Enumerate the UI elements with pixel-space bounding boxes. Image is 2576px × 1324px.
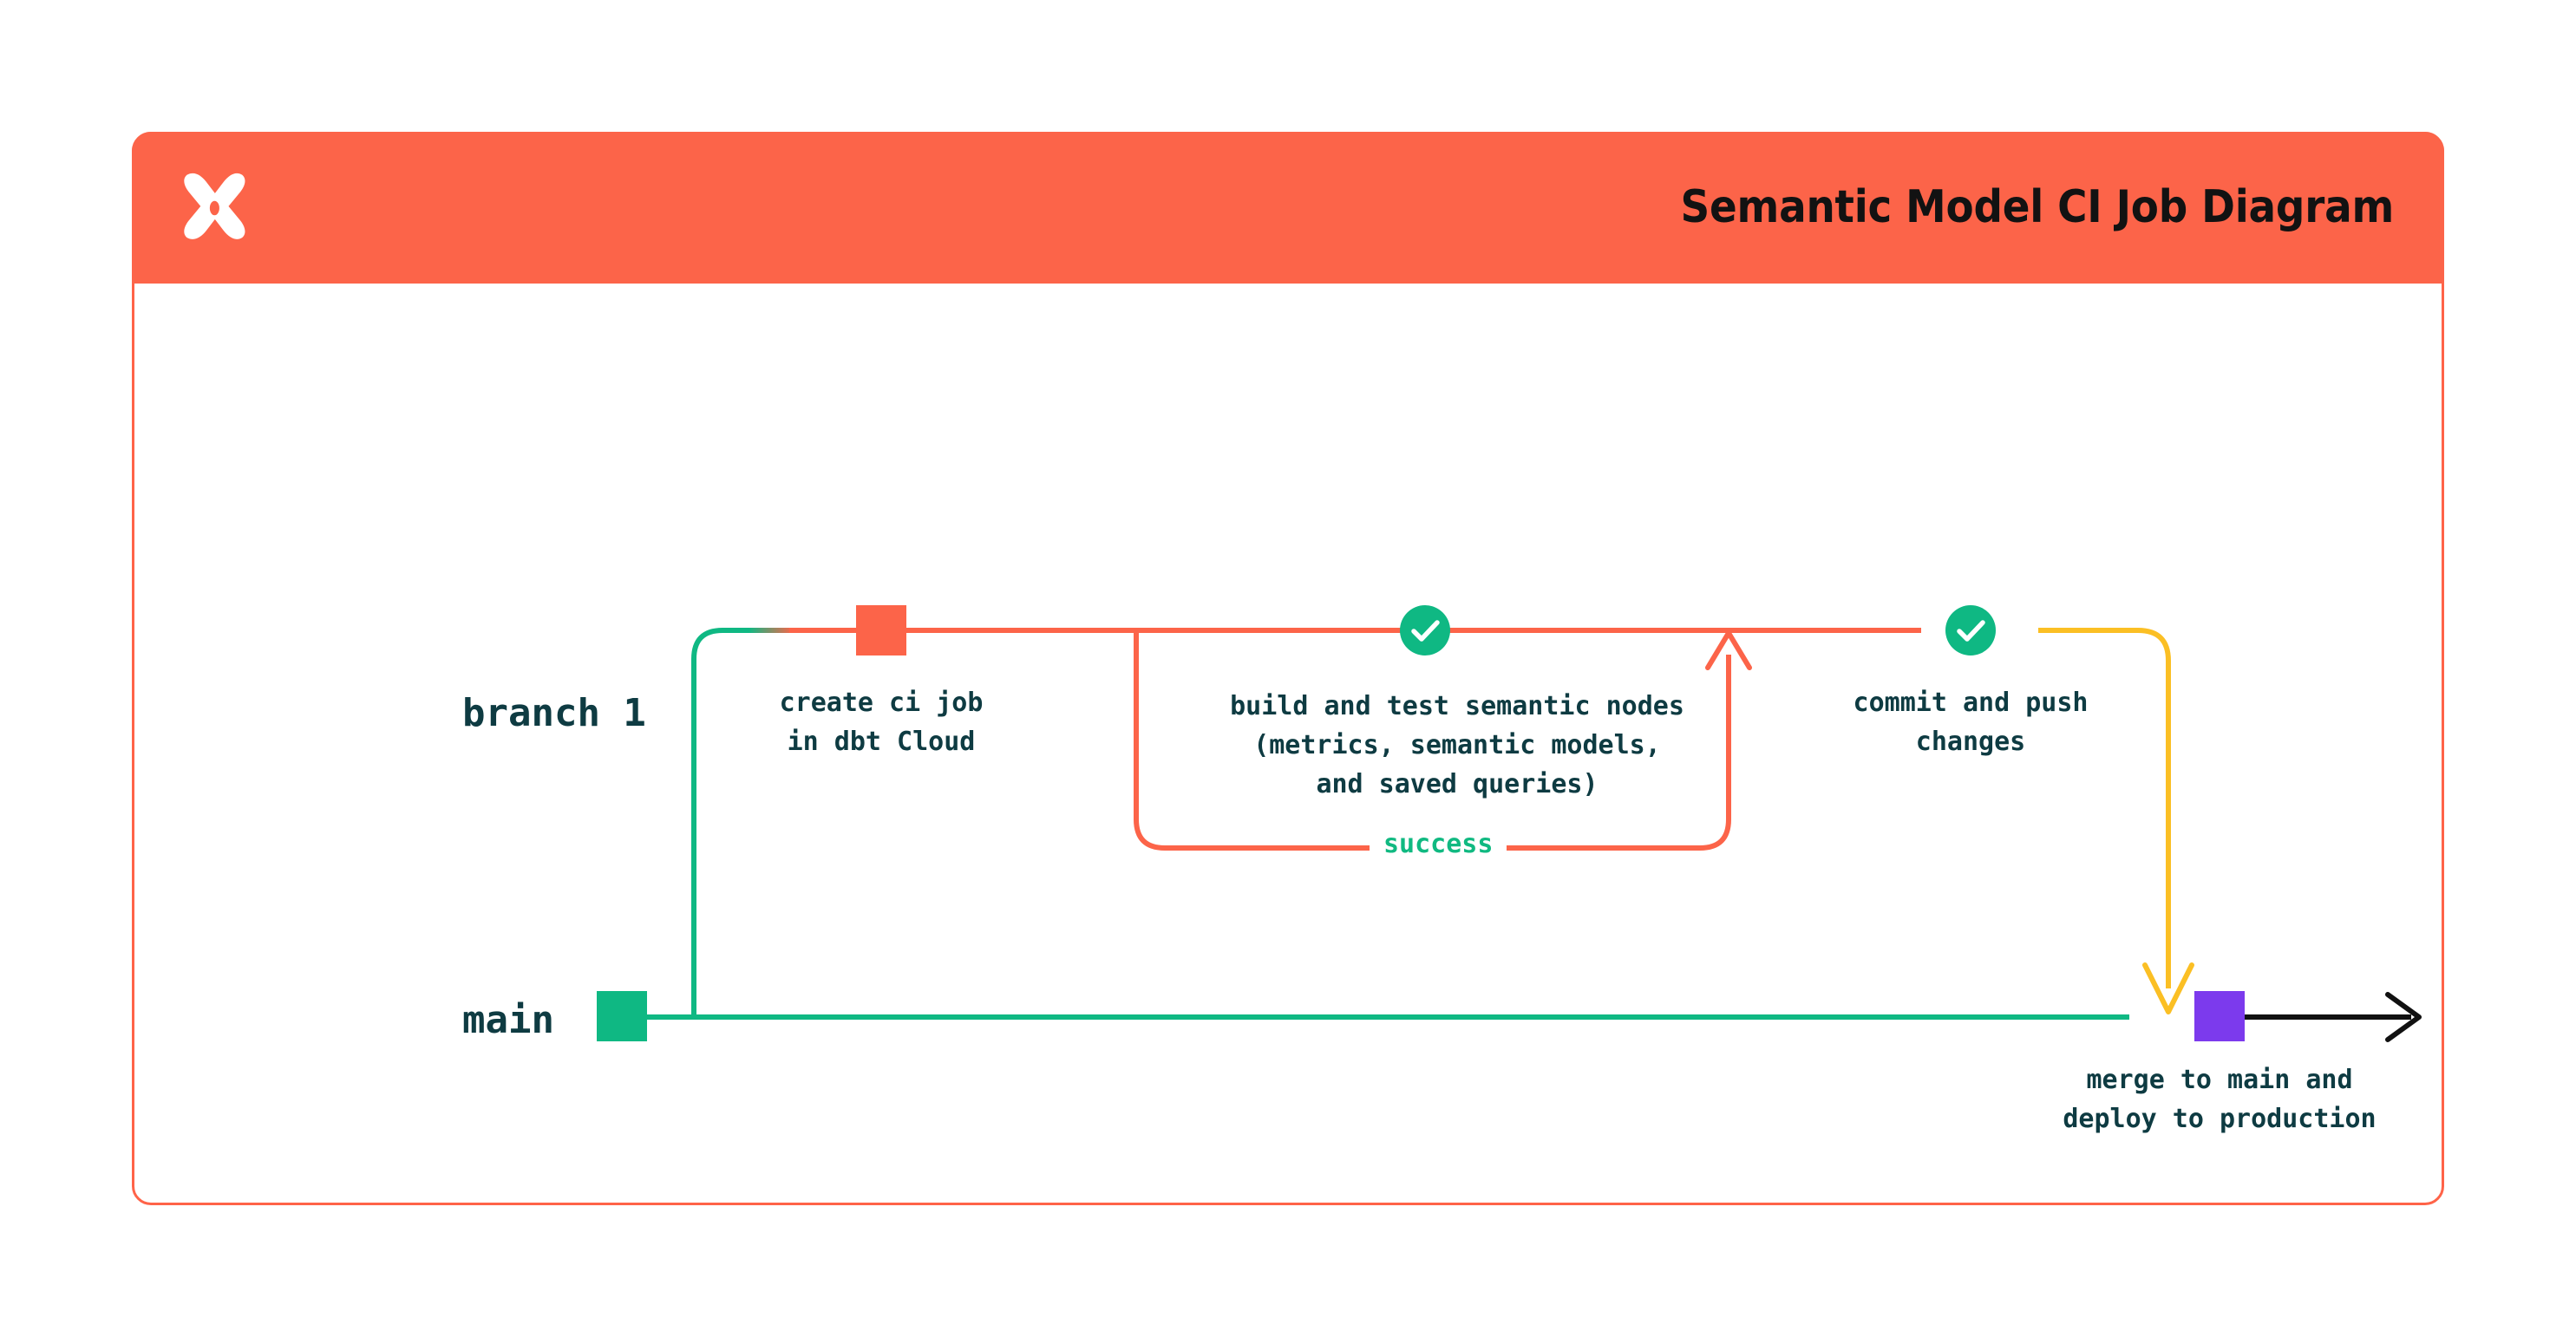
check-icon: [1411, 620, 1440, 642]
page-title: Semantic Model CI Job Diagram: [1680, 181, 2395, 233]
edge-label-success: success: [1370, 829, 1507, 859]
card-header: Semantic Model CI Job Diagram: [132, 132, 2444, 284]
node-merge-to-main[interactable]: [2194, 991, 2245, 1041]
node-create-ci-job[interactable]: [856, 605, 906, 655]
check-icon: [1957, 620, 1985, 642]
production-arrow: [2244, 992, 2422, 1042]
dbt-logo-icon: [173, 168, 253, 248]
diagram-card: Semantic Model CI Job Diagram: [132, 132, 2444, 1205]
node-label-commit-and-push: commit and push changes: [1853, 688, 2089, 757]
node-build-and-test[interactable]: [1400, 605, 1450, 655]
node-label-build-and-test: build and test semantic nodes (metrics, …: [1230, 691, 1684, 799]
node-label-merge-to-main: merge to main and deploy to production: [2063, 1065, 2377, 1134]
node-main-start[interactable]: [597, 991, 647, 1041]
lane-label-branch-1: branch 1: [462, 691, 646, 735]
node-label-create-ci-job: create ci job in dbt Cloud: [779, 688, 984, 757]
node-commit-and-push[interactable]: [1945, 605, 1996, 655]
lane-label-main: main: [462, 998, 554, 1042]
